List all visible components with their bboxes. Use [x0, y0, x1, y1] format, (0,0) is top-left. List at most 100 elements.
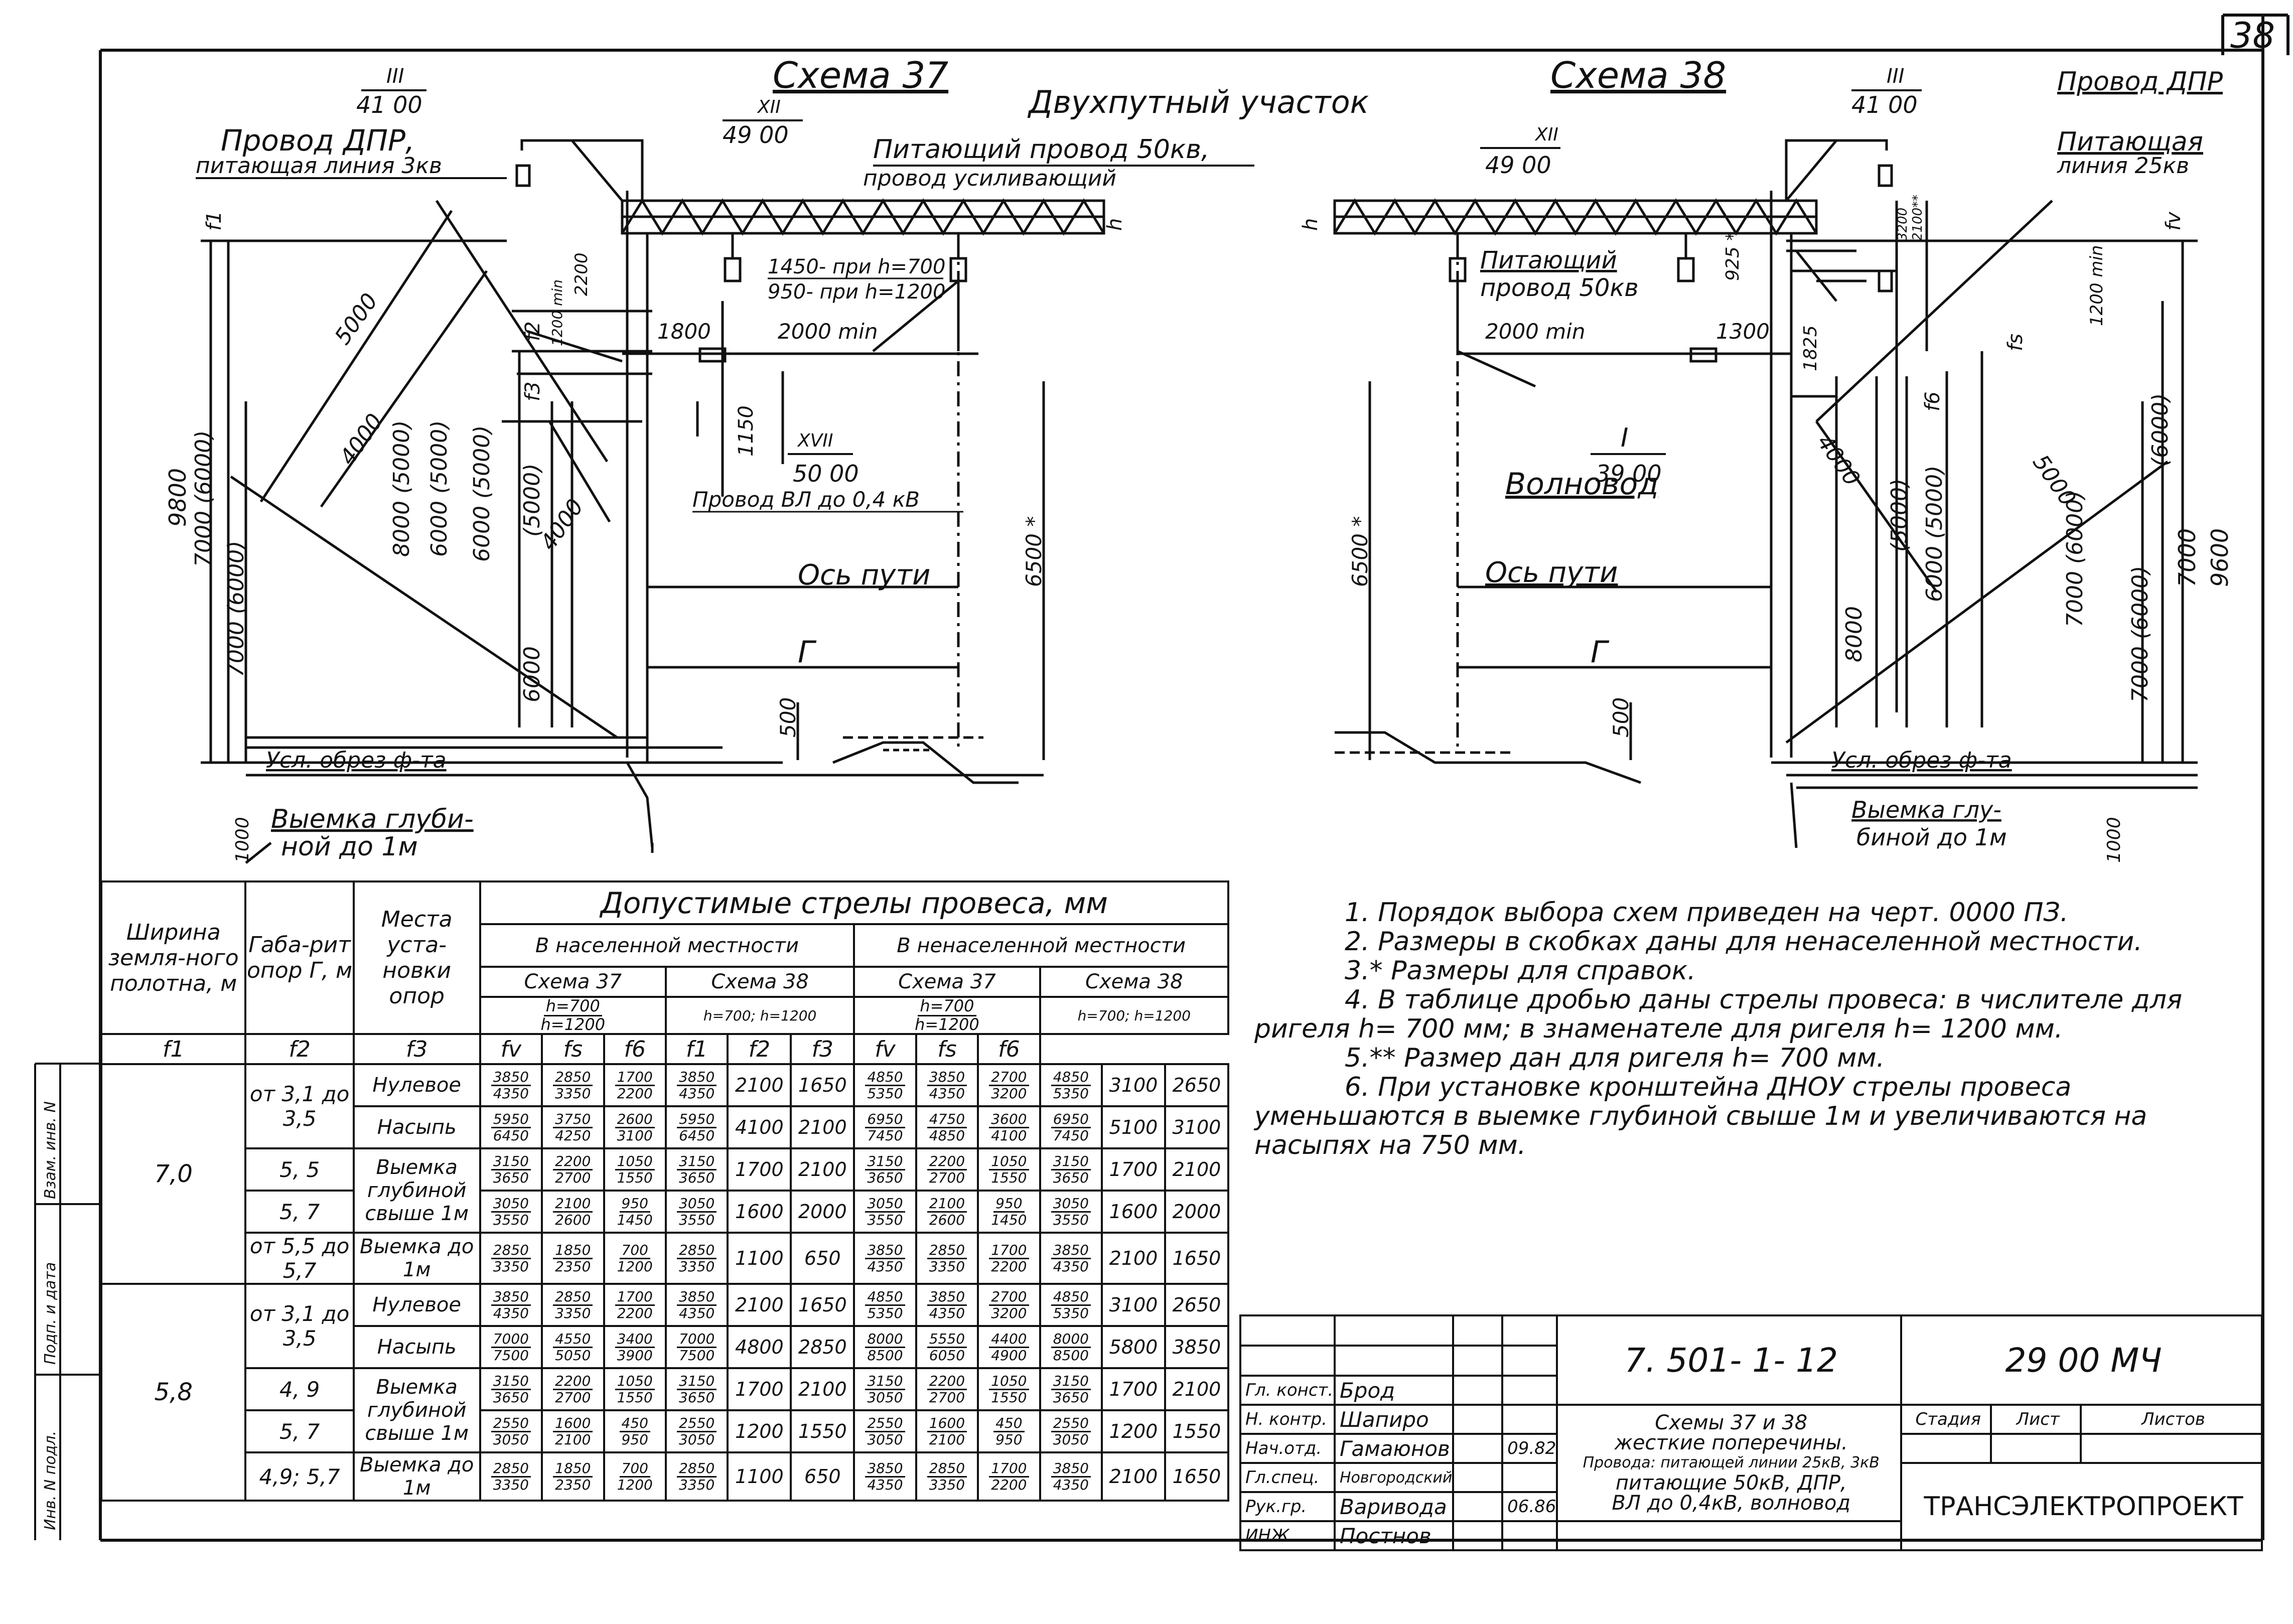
s38-support-low-label: I — [1621, 423, 1628, 453]
s38-label-feed-line2: линия 25кв — [2057, 153, 2189, 179]
cell-value: 1650 — [790, 1283, 855, 1327]
s38-support-top-value: 41 00 — [1851, 91, 1918, 118]
cell-gabarit: 4, 9 — [244, 1367, 355, 1412]
s38-label-2000min: 2000 min — [1485, 319, 1585, 344]
name-3: Гамаюнов — [1333, 1433, 1455, 1464]
s37-support-top-value: 41 00 — [356, 91, 422, 118]
note-6: 6. При установке кронштейна ДНОУ стрелы … — [1254, 1072, 2147, 1160]
s37-label-6500: 6500 * — [1022, 516, 1046, 587]
cell-value: 2100 — [790, 1147, 855, 1192]
s37-dim-6000b: 6000 (5000) — [469, 425, 495, 562]
notes-block: 1. Порядок выбора схем приведен на черт.… — [1254, 898, 2198, 1160]
margin-label-2: Подп. и дата — [42, 1262, 59, 1365]
s37-dim-f3: f3 — [521, 381, 544, 401]
cell-value: 1700 — [727, 1147, 792, 1192]
s38-dim-3200: 3200 — [1895, 208, 1910, 241]
cell-value: 5100 — [1101, 1105, 1166, 1150]
cell-place: Насыпь — [352, 1105, 481, 1150]
s38-label-1300: 1300 — [1716, 319, 1770, 344]
s37-label-dpr: Провод ДПР, — [221, 123, 414, 158]
name-1: Брод — [1333, 1375, 1455, 1406]
cell-gabarit: 5, 5 — [244, 1147, 355, 1192]
date-6 — [1501, 1520, 1558, 1551]
s38-label-1825: 1825 — [1800, 325, 1821, 371]
cell-value: 1550 — [790, 1409, 855, 1454]
s37-dim-6000a: 6000 (5000) — [426, 420, 452, 557]
cell-value: 2100 — [1101, 1232, 1166, 1285]
cell-place: Выемка глубиной свыше 1м — [352, 1147, 481, 1234]
th-s38-b: Схема 38 — [1039, 966, 1230, 998]
s38-label-dpr: Провод ДПР — [2057, 67, 2223, 97]
cell-place: Выемка глубиной свыше 1м — [352, 1367, 481, 1454]
stamp-code: 7. 501- 1- 12 — [1556, 1314, 1903, 1406]
name-4: Новгородский — [1333, 1462, 1455, 1493]
cell-value: 3100 — [1101, 1063, 1166, 1108]
th-h-s38b: h=700; h=1200 — [1039, 995, 1230, 1036]
th-f-2: f3 — [352, 1033, 481, 1066]
sag-table: Ширина земля-ного полотна, м Габа-рит оп… — [100, 880, 1230, 1502]
scheme38-title: Схема 38 — [1550, 54, 1726, 96]
cell-value: 1550 — [1164, 1409, 1230, 1454]
date-5: 06.86 — [1501, 1491, 1558, 1522]
s38-dim-7000p: 7000 (6000) — [2127, 566, 2153, 702]
s37-support-mid-label: XII — [757, 97, 781, 117]
stamp-table: 7. 501- 1- 12 29 00 МЧ Гл. конст.Брод Н.… — [1239, 1314, 2263, 1551]
margin-label-3: Инв. N подл. — [42, 1431, 59, 1530]
s37-dim-2200: 2200 — [571, 252, 592, 296]
s37-dim-h: h — [1103, 218, 1126, 231]
cell-value: 3850 — [1164, 1325, 1230, 1370]
s37-support-low-label: XVII — [797, 430, 833, 451]
cell-value: 5800 — [1101, 1325, 1166, 1370]
note-4: 4. В таблице дробью даны стрелы провеса:… — [1254, 985, 2183, 1044]
role-3: Нач.отд. — [1239, 1433, 1336, 1464]
s37-label-dpr2: питающая линия 3кв — [196, 153, 442, 179]
cell-value: 1200 — [727, 1409, 792, 1454]
cell-value: 1700 — [727, 1367, 792, 1412]
s37-dim-4000: 4000 — [335, 409, 388, 470]
cell-value: 2100 — [790, 1367, 855, 1412]
cell-gabarit: 5, 7 — [244, 1190, 355, 1234]
th-s37-a: Схема 37 — [479, 966, 667, 998]
s38-dim-6000p: (6000) — [2147, 393, 2173, 467]
th-h-s38a: h=700; h=1200 — [664, 995, 855, 1036]
cell-value: 1650 — [1164, 1232, 1230, 1285]
s37-dim-9800: 9800 — [164, 468, 191, 527]
s38-dim-4000: 4000 — [1812, 430, 1865, 491]
cell-value: 1650 — [1164, 1451, 1230, 1502]
